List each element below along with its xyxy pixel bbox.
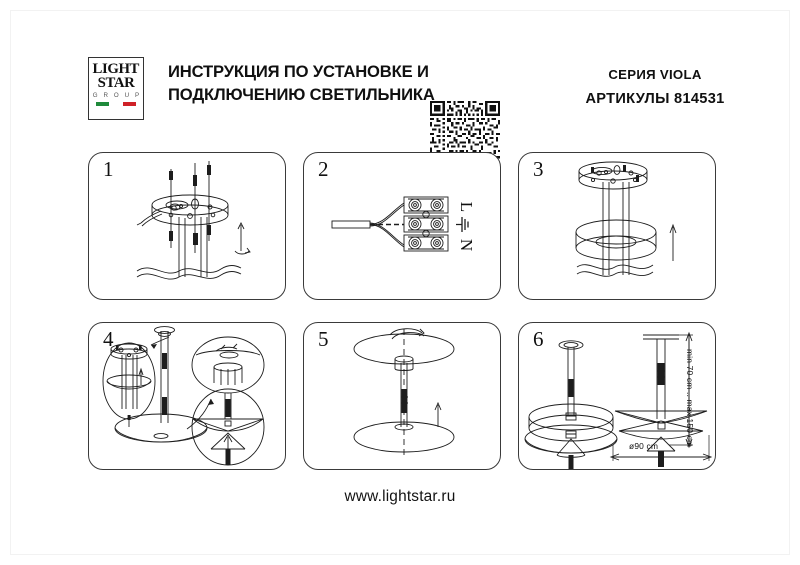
step-panel-3: 3 (518, 152, 716, 300)
step-number-4: 4 (103, 327, 114, 351)
step-illustration-1 (89, 153, 285, 299)
lightstar-logo: LIGHT STAR G R O U P (88, 57, 144, 120)
website-url[interactable]: www.lightstar.ru (344, 488, 456, 505)
step-number-1: 1 (103, 157, 114, 181)
step-illustration-5 (304, 323, 500, 469)
italian-flag-icon (96, 102, 136, 106)
step-number-2: 2 (318, 157, 329, 181)
logo-line-group: G R O U P (92, 92, 142, 99)
title-line-1: ИНСТРУКЦИЯ ПО УСТАНОВКЕ И (168, 62, 429, 81)
step-panel-4: 4 (88, 322, 286, 470)
step-illustration-2 (304, 153, 500, 299)
series-info: СЕРИЯ VIOLA АРТИКУЛЫ 814531 (525, 62, 785, 112)
step-panel-1: 1 (88, 152, 286, 300)
step-illustration-4 (89, 323, 285, 469)
step-number-6: 6 (533, 327, 544, 351)
terminal-label-live: L (457, 201, 476, 213)
logo-line-light: LIGHT (92, 61, 140, 77)
sheet-footer: www.lightstar.ru (0, 488, 800, 506)
step-panel-2: 2 (303, 152, 501, 300)
step-number-3: 3 (533, 157, 544, 181)
step-illustration-3 (519, 153, 715, 299)
series-label: СЕРИЯ VIOLA (608, 67, 702, 82)
step-illustration-6 (519, 323, 715, 469)
sku-label: АРТИКУЛЫ 814531 (585, 91, 725, 107)
step-number-5: 5 (318, 327, 329, 351)
terminal-label-neutral: N (457, 238, 476, 252)
dimension-height-label: min 70 cm .. max 150 cm (685, 349, 695, 448)
step-panel-5: 5 (303, 322, 501, 470)
logo-line-star: STAR (97, 75, 135, 91)
dimension-diameter-label: ø90 cm (629, 441, 659, 451)
title-line-2: ПОДКЛЮЧЕНИЮ СВЕТИЛЬНИКА (168, 85, 435, 104)
sheet-title: ИНСТРУКЦИЯ ПО УСТАНОВКЕ И ПОДКЛЮЧЕНИЮ СВ… (168, 60, 435, 106)
step-panel-6: 6 (518, 322, 716, 470)
